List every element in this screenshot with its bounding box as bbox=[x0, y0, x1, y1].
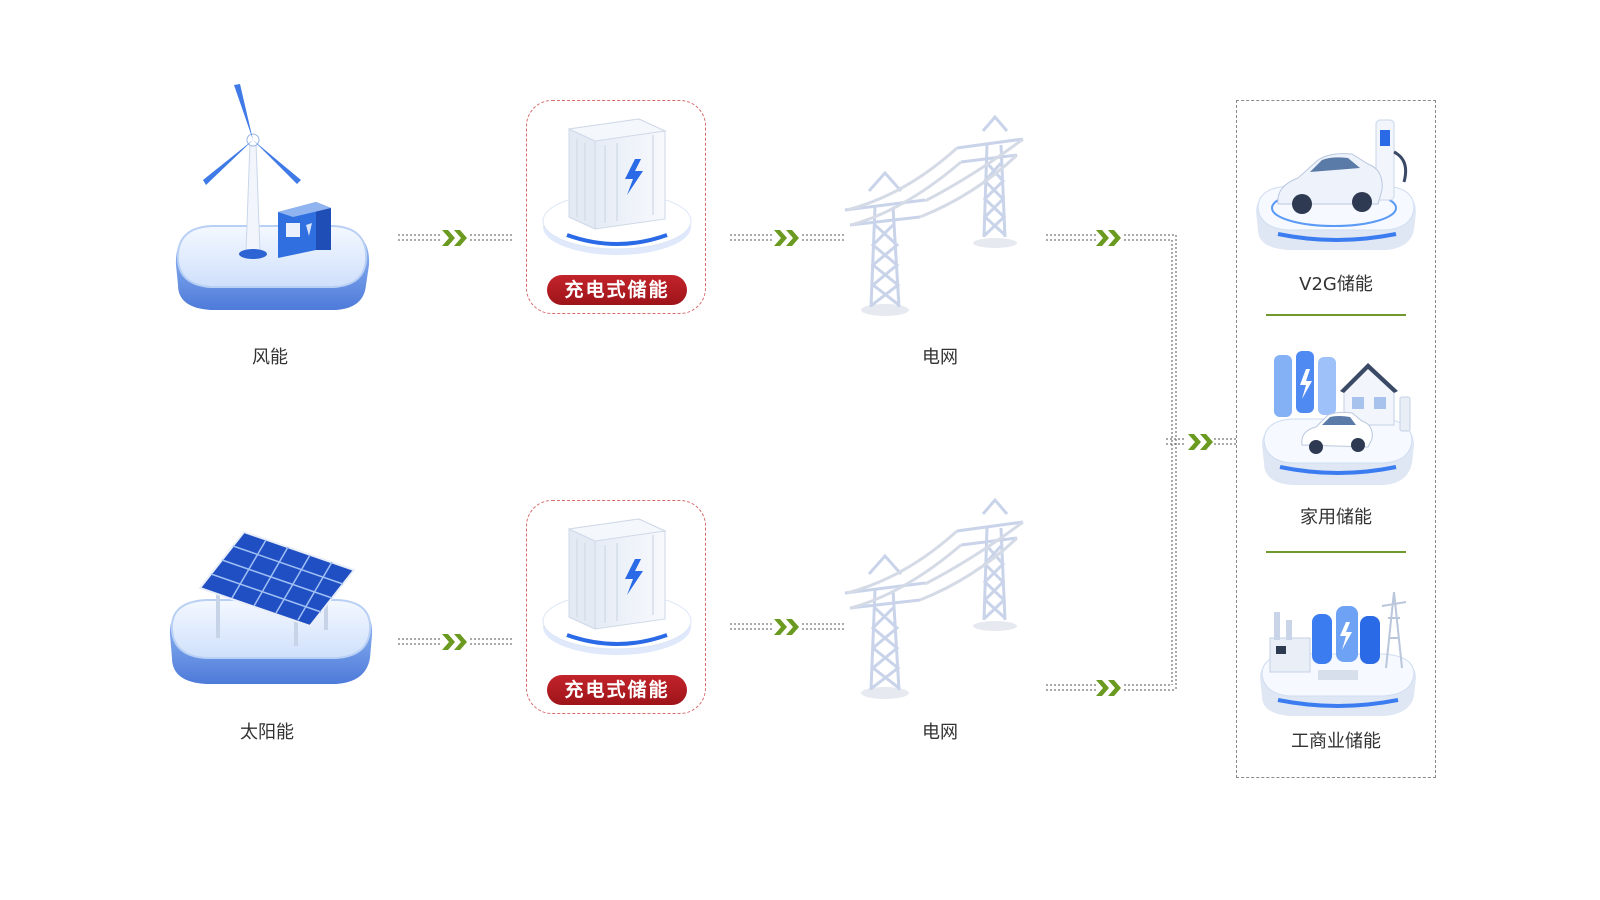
grid-top bbox=[844, 114, 1040, 320]
battery-container-icon bbox=[542, 118, 692, 255]
application-divider bbox=[1266, 551, 1406, 553]
solar-source bbox=[166, 530, 376, 710]
home-storage-icon bbox=[1262, 351, 1414, 485]
application-home-label: 家用储能 bbox=[1300, 507, 1372, 528]
storage-top: 充电式储能 bbox=[526, 100, 706, 314]
arrow-wind-to-storage bbox=[398, 230, 512, 246]
wind-label: 风能 bbox=[252, 347, 288, 368]
application-home bbox=[1256, 345, 1420, 495]
arrow-storage-to-grid-bottom bbox=[730, 619, 844, 635]
applications-panel bbox=[1236, 100, 1436, 778]
application-v2g bbox=[1248, 112, 1424, 262]
industrial-storage-icon bbox=[1260, 591, 1416, 716]
solar-panel-icon bbox=[169, 530, 373, 684]
ev-charging-icon bbox=[1256, 119, 1416, 250]
application-industrial bbox=[1254, 578, 1422, 728]
application-divider bbox=[1266, 314, 1406, 316]
storage-bottom: 充电式储能 bbox=[526, 500, 706, 714]
wind-turbine-icon bbox=[175, 84, 370, 310]
grid-bottom bbox=[844, 497, 1040, 703]
battery-container-icon bbox=[542, 518, 692, 655]
arrow-storage-to-grid-top bbox=[730, 230, 844, 246]
solar-label: 太阳能 bbox=[240, 722, 294, 743]
storage-bottom-badge: 充电式储能 bbox=[547, 675, 687, 705]
grid-top-label: 电网 bbox=[922, 347, 958, 368]
wind-source bbox=[166, 80, 376, 330]
application-v2g-label: V2G储能 bbox=[1299, 274, 1373, 295]
storage-top-badge: 充电式储能 bbox=[547, 275, 687, 305]
arrow-solar-to-storage bbox=[398, 634, 512, 650]
connector-grid-to-applications bbox=[1046, 230, 1236, 696]
power-tower-icon bbox=[844, 497, 1024, 699]
grid-bottom-label: 电网 bbox=[922, 722, 958, 743]
application-industrial-label: 工商业储能 bbox=[1291, 731, 1381, 752]
power-tower-icon bbox=[844, 114, 1024, 316]
